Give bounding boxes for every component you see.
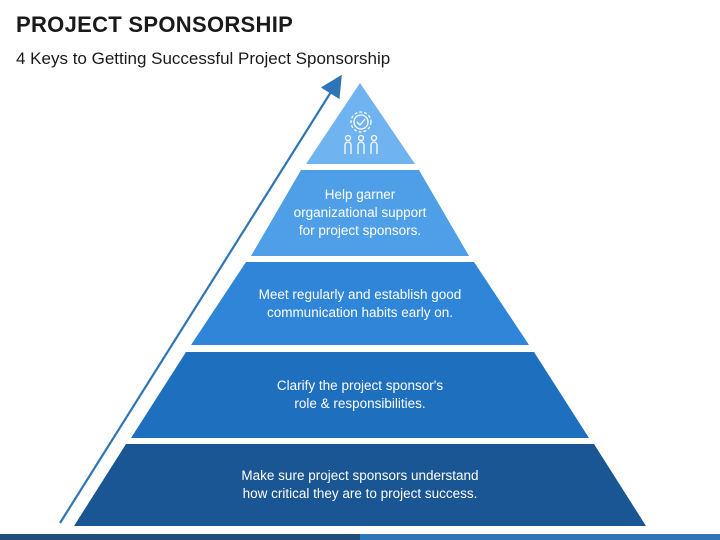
- footer-bar-right: [360, 534, 720, 540]
- pyramid-level-1: [251, 170, 469, 256]
- page-title: PROJECT SPONSORSHIP: [16, 12, 294, 37]
- pyramid-level-2: [191, 262, 529, 345]
- level-4-text: Make sure project sponsors understand ho…: [241, 468, 479, 501]
- level-2-text: Meet regularly and establish good commun…: [258, 286, 462, 320]
- page-subtitle: 4 Keys to Getting Successful Project Spo…: [16, 49, 391, 68]
- footer-bar: [0, 534, 720, 540]
- level-1-text: Help garner organizational support for p…: [293, 187, 427, 238]
- pyramid-level-3: [131, 352, 589, 438]
- footer-bar-left: [0, 534, 360, 540]
- level-3-text: Clarify the project sponsor's role & res…: [276, 378, 444, 411]
- growth-arrow: [59, 74, 342, 524]
- gear-people-icon: [344, 111, 378, 154]
- pyramid-level-4: [74, 444, 646, 526]
